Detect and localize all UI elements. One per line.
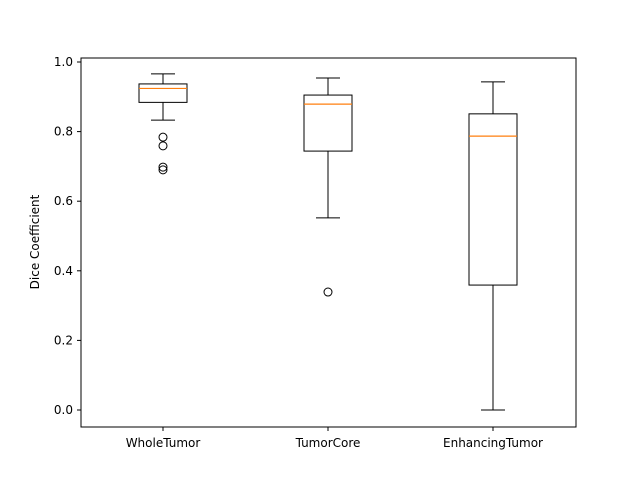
y-tick-label: 0.6 [54, 194, 73, 208]
outlier-point [158, 141, 168, 151]
box [303, 94, 353, 152]
outlier-point [158, 132, 168, 142]
outlier-point [158, 165, 168, 175]
outlier-point [158, 162, 168, 172]
y-tick-label: 1.0 [54, 55, 73, 69]
outlier-point [323, 287, 333, 297]
y-tick-label: 0.2 [54, 333, 73, 347]
x-tick-label: WholeTumor [126, 436, 201, 450]
y-axis-label: Dice Coefficient [28, 194, 42, 289]
axes-frame [80, 57, 577, 428]
x-tick-label: EnhancingTumor [443, 436, 543, 450]
x-tick-label: TumorCore [295, 436, 361, 450]
y-tick-label: 0.8 [54, 125, 73, 139]
y-tick-label: 0.4 [54, 264, 73, 278]
y-tick-label: 0.0 [54, 403, 73, 417]
box [468, 113, 518, 286]
box [138, 83, 188, 103]
